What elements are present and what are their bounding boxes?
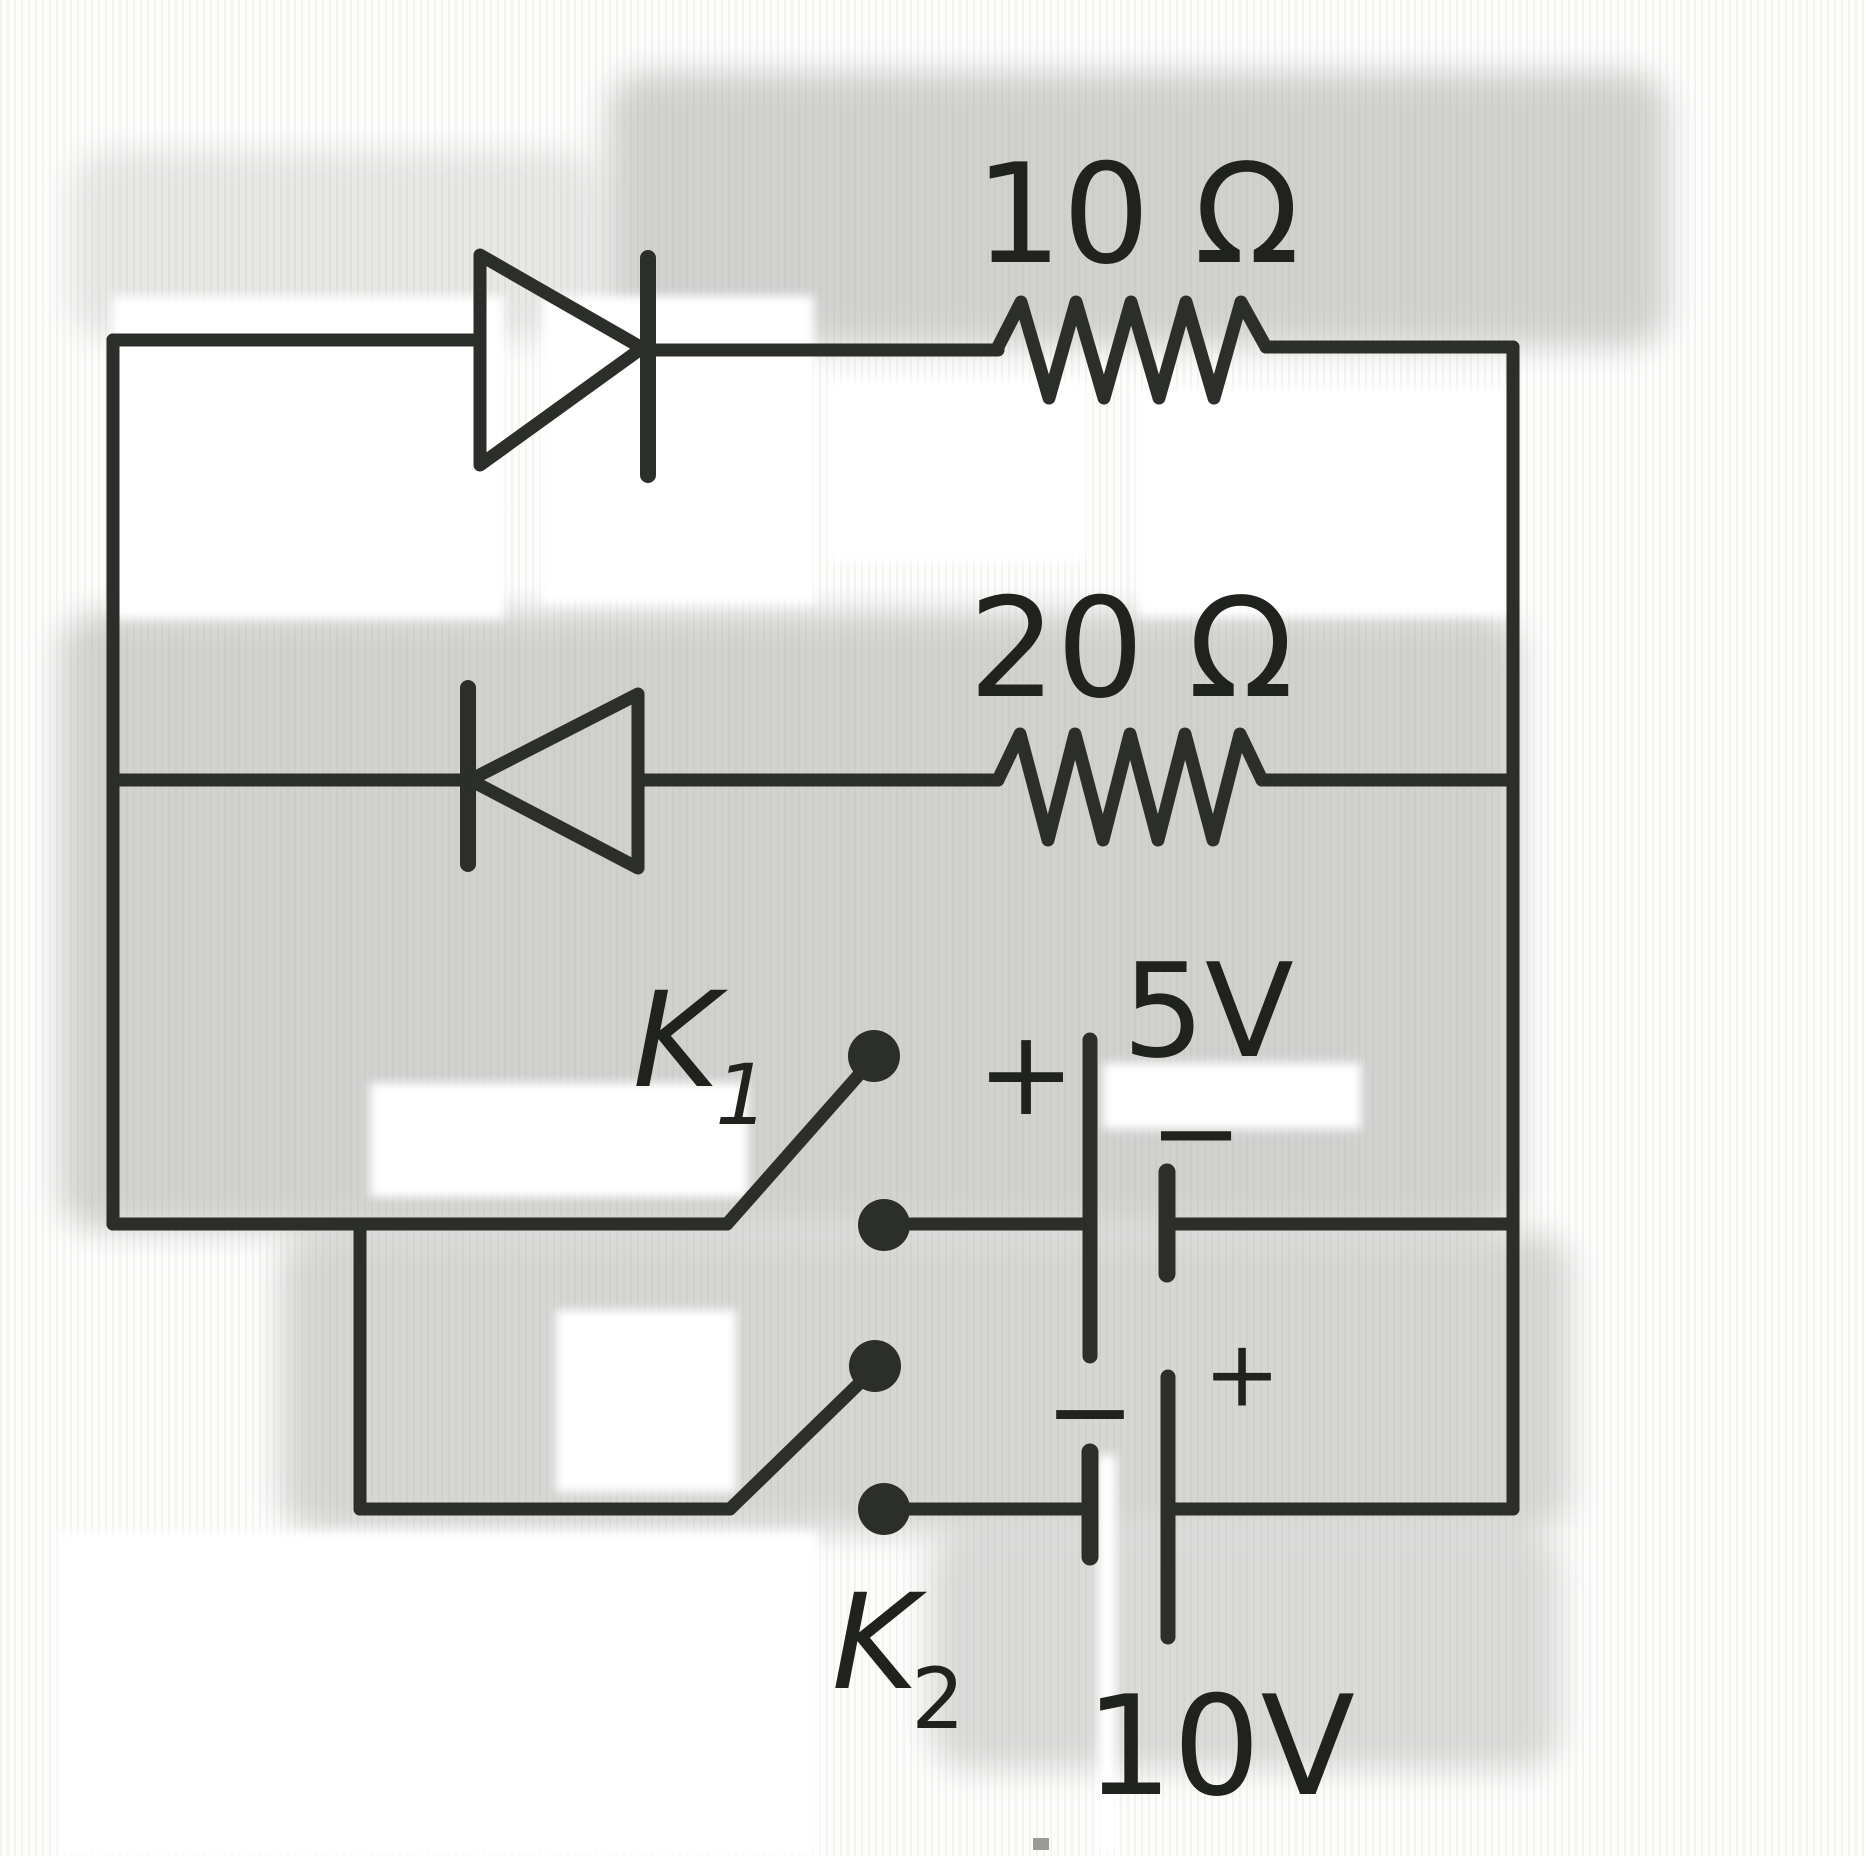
- switch-k1-fixed-contact: [858, 1199, 910, 1251]
- switch-k2-subscript: 2: [911, 1650, 964, 1748]
- scan-artifact-speck: [1033, 1838, 1049, 1850]
- battery-5v-minus-sign: −: [1149, 1068, 1243, 1198]
- wires: [106, 333, 1520, 1516]
- battery-10v-minus-sign: −: [1045, 1350, 1136, 1475]
- scan-artifact-white: [1103, 1063, 1361, 1129]
- scan-artifact-gray: [280, 1232, 1570, 1532]
- battery-10v: [1081, 1369, 1176, 1645]
- scan-artifact-white: [556, 1310, 736, 1492]
- switch-k2: [723, 1340, 910, 1535]
- switch-k2-lever: [723, 1363, 880, 1516]
- diode-top-triangle-icon: [473, 248, 649, 472]
- battery-10v-label: 10V: [1085, 1666, 1355, 1827]
- battery-5v-plus-sign: +: [977, 1004, 1076, 1142]
- switch-k2-label: K: [832, 1566, 928, 1720]
- resistor-20ohm-icon: [991, 727, 1269, 847]
- switch-k2-open-contact: [849, 1340, 901, 1392]
- resistor-20ohm-label: 20 Ω: [969, 568, 1294, 729]
- resistor-10ohm-icon: [991, 295, 1273, 405]
- scan-artifact-white: [58, 1532, 818, 1856]
- scan-artifact-white: [370, 1083, 748, 1197]
- resistor-10ohm-label: 10 Ω: [975, 134, 1300, 295]
- diode-top: [473, 248, 656, 483]
- switch-k1-label: K: [633, 964, 729, 1118]
- battery-5v-label: 5V: [1122, 935, 1294, 1087]
- diode-middle-triangle-icon: [463, 687, 645, 875]
- scan-artifact-white: [112, 296, 504, 618]
- switch-k1-subscript: 1: [715, 1046, 768, 1144]
- switch-k1-lever: [720, 1053, 879, 1231]
- switch-k2-fixed-contact: [858, 1483, 910, 1535]
- scan-artifact-white: [828, 380, 1086, 562]
- scan-artifact-white: [1098, 1455, 1116, 1855]
- battery-10v-plus-sign: +: [1203, 1321, 1280, 1428]
- diode-middle: [460, 680, 645, 875]
- scan-artifact-gray: [930, 1530, 1560, 1770]
- switch-k1: [720, 1030, 910, 1251]
- scan-artifact-white: [1138, 388, 1510, 616]
- battery-5v: [1082, 1032, 1176, 1364]
- switch-k1-open-contact: [848, 1030, 900, 1082]
